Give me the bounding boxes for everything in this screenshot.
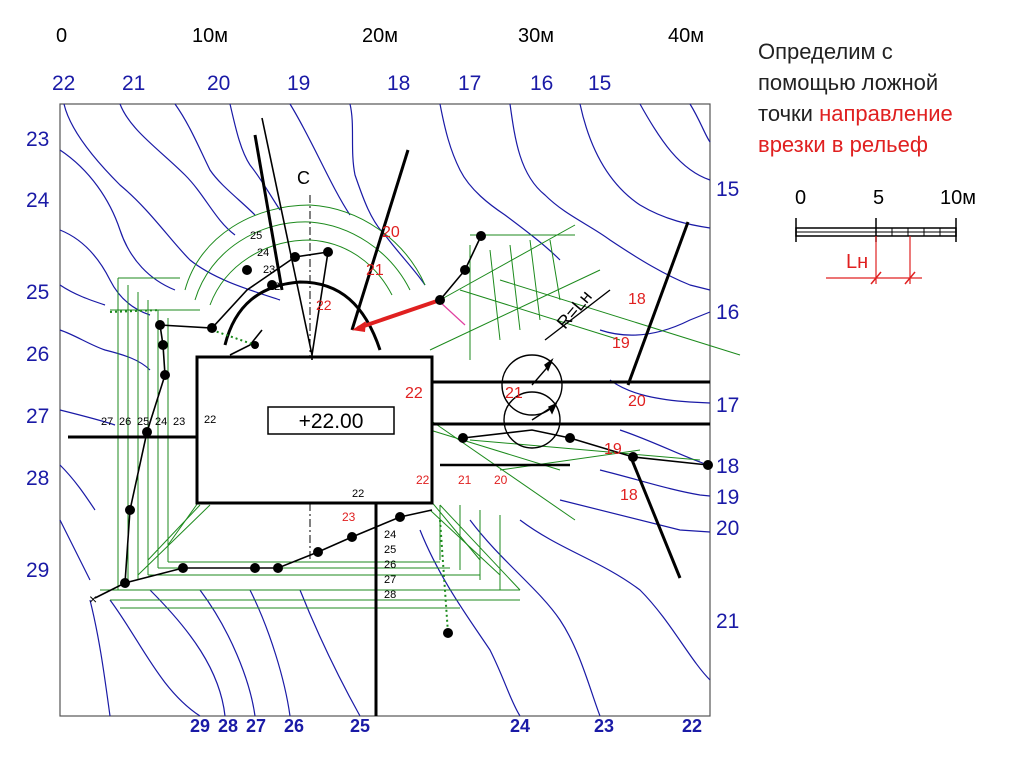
- top-contour-labels: 22 21 20 19 18 17 16 15: [52, 72, 611, 95]
- contour-label: 24: [510, 716, 530, 736]
- row-label: 25: [137, 416, 149, 428]
- red-label: 21: [458, 473, 472, 487]
- bottom-contour-labels: 29 28 27 26 25 24 23 22: [190, 716, 702, 736]
- legend-line: помощью ложной: [758, 70, 939, 95]
- stack-label: 22: [268, 281, 280, 293]
- contour-label: 17: [458, 72, 481, 95]
- red-label: 22: [416, 473, 430, 487]
- row-label: 24: [155, 416, 167, 428]
- platform-mark: +22.00: [299, 410, 364, 433]
- contour-label: 25: [26, 281, 49, 304]
- legend-highlight: направление: [819, 101, 953, 126]
- contour-label: 15: [716, 178, 739, 201]
- red-label: 21: [366, 262, 384, 279]
- contour-label: 22: [682, 716, 702, 736]
- contour-label: 16: [716, 301, 739, 324]
- stack-label: 24: [257, 247, 269, 259]
- stack-label: 24: [384, 529, 396, 541]
- row-label: 26: [119, 416, 131, 428]
- contour-label: 28: [218, 716, 238, 736]
- black-small-labels: 25 24 23 22 27 26 25 24 23 22 22 24 25 2…: [101, 230, 396, 601]
- contour-label: 29: [26, 559, 49, 582]
- construction-circles: [501, 354, 563, 449]
- top-scale-label: 40м: [668, 25, 704, 47]
- red-label: 18: [620, 487, 638, 504]
- label-22-left: 22: [204, 414, 216, 426]
- red-label: 19: [612, 335, 630, 352]
- contour-label: 23: [594, 716, 614, 736]
- contour-label: 21: [122, 72, 145, 95]
- radius-line: [544, 289, 611, 341]
- direction-arrow: [352, 298, 466, 332]
- red-label: 20: [494, 473, 508, 487]
- contour-label: 25: [350, 716, 370, 736]
- top-scale-label: 0: [56, 25, 67, 47]
- contour-label: 18: [387, 72, 410, 95]
- right-contour-labels: 15 16 17 18 19 20 21: [716, 178, 739, 633]
- cross-mark: ×: [89, 591, 97, 607]
- red-label: 19: [604, 441, 622, 458]
- contour-label: 28: [26, 467, 49, 490]
- red-label: 22: [316, 297, 332, 313]
- contour-label: 17: [716, 394, 739, 417]
- contour-label: 24: [26, 189, 50, 212]
- boundary-lines: [223, 134, 690, 579]
- row-label: 23: [173, 416, 185, 428]
- red-label: 20: [382, 224, 400, 241]
- contour-label: 19: [716, 486, 739, 509]
- contour-label: 29: [190, 716, 210, 736]
- red-label: 20: [628, 393, 646, 410]
- contour-label: 21: [716, 610, 739, 633]
- contour-label: 26: [284, 716, 304, 736]
- top-scale-label: 10м: [192, 25, 228, 47]
- legend-line: Определим с: [758, 39, 893, 64]
- scale-bar-label: 0: [795, 187, 806, 209]
- left-contour-labels: 23 24 25 26 27 28 29: [26, 128, 50, 582]
- scale-bar-label: 5: [873, 187, 884, 209]
- stack-label: 23: [263, 264, 275, 276]
- scale-bar: 0 5 10м Lн: [795, 187, 976, 285]
- scale-bar-symbol: Lн: [846, 251, 868, 273]
- stack-label: 26: [384, 559, 396, 571]
- contour-label: 19: [287, 72, 310, 95]
- red-label: 23: [342, 510, 356, 524]
- contour-label: 15: [588, 72, 611, 95]
- contour-label: 20: [716, 517, 739, 540]
- label-22-bottom: 22: [352, 488, 364, 500]
- platform-mark-box: [267, 406, 395, 435]
- stack-label: 25: [384, 544, 396, 556]
- legend-line: врезки в рельеф: [758, 132, 928, 157]
- contour-label: 27: [26, 405, 49, 428]
- road: [68, 380, 710, 716]
- top-scale: 0 10м 20м 30м 40м: [56, 25, 704, 47]
- legend-line: точки направление: [758, 98, 1018, 129]
- contour-label: 20: [207, 72, 230, 95]
- contour-label: 16: [530, 72, 553, 95]
- red-label: 21: [505, 385, 523, 402]
- stack-label: 25: [250, 230, 262, 242]
- top-scale-label: 20м: [362, 25, 398, 47]
- stack-label: 27: [384, 574, 396, 586]
- top-scale-label: 30м: [518, 25, 554, 47]
- contour-label: 23: [26, 128, 49, 151]
- red-elevation-labels: 20 21 22 22 21 18 19 20 19 18 22 21 20 2…: [316, 224, 646, 524]
- stack-label: 28: [384, 589, 396, 601]
- contour-label: 18: [716, 455, 739, 478]
- legend-plain: точки: [758, 101, 813, 126]
- red-label: 18: [628, 291, 646, 308]
- contour-label: 27: [246, 716, 266, 736]
- red-label: 22: [405, 385, 423, 402]
- row-label: 27: [101, 416, 113, 428]
- scale-bar-label: 10м: [940, 187, 976, 209]
- legend-text: Определим с помощью ложной точки направл…: [758, 36, 1018, 160]
- projection-grid: [100, 204, 741, 609]
- contour-label: 26: [26, 343, 49, 366]
- contour-label: 22: [52, 72, 75, 95]
- node-points: [120, 231, 713, 638]
- point-c-label: C: [297, 168, 310, 188]
- dotted-lines: [109, 309, 449, 634]
